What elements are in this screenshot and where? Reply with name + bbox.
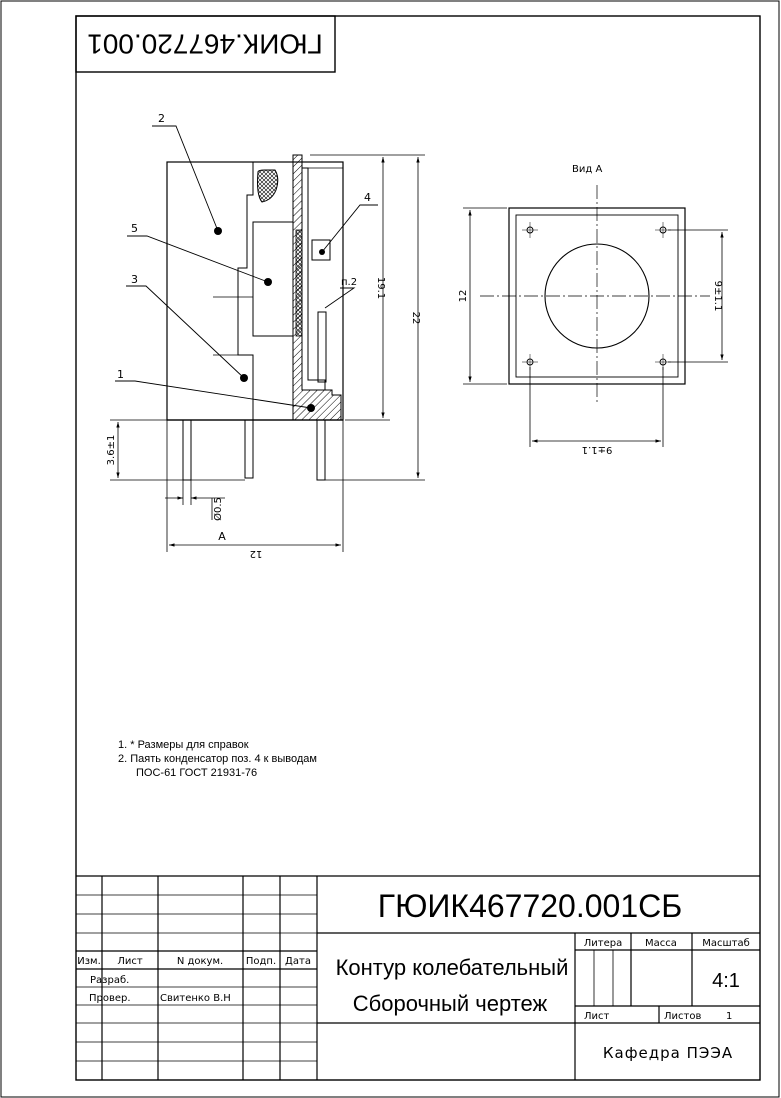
callout-1: 1 <box>117 368 124 381</box>
callouts <box>115 125 378 409</box>
note-2-continued: ПОС-61 ГОСТ 21931-76 <box>136 767 258 779</box>
inner-frame <box>75 15 761 1081</box>
sheet-label: Лист <box>584 1011 610 1022</box>
row-prover: Провер. <box>89 993 131 1004</box>
litera-label: Литера <box>584 938 622 949</box>
callout-5: 5 <box>131 222 138 235</box>
col-izm: Изм. <box>77 956 101 967</box>
callout-3: 3 <box>131 273 138 286</box>
callout-4: 4 <box>364 191 371 204</box>
top-stamp-text: ГЮИК.467720.001 <box>87 29 323 60</box>
view-a-label: Вид А <box>572 164 602 175</box>
callout-dot-4 <box>319 249 325 255</box>
dim-22: 22 <box>410 312 421 325</box>
col-ndoc: N докум. <box>177 956 223 967</box>
callout-dot-2 <box>214 227 222 235</box>
col-data: Дата <box>285 956 311 967</box>
masshtab-label: Масштаб <box>702 938 750 949</box>
massa-label: Масса <box>645 938 677 949</box>
title-block <box>76 875 760 1080</box>
col-podp: Подп. <box>246 956 276 967</box>
col-list: Лист <box>117 956 143 967</box>
dim-0-5: Ø0.5 <box>212 497 224 521</box>
dim-9-1-side: 9±1.1 <box>712 281 723 312</box>
product-name: Контур колебательный <box>336 955 569 980</box>
dimensions <box>110 154 425 552</box>
scale-value: 4:1 <box>712 970 740 992</box>
dim-19-1: 19.1 <box>375 277 386 299</box>
sheets-value: 1 <box>726 1011 732 1022</box>
callout-dot-3 <box>240 374 248 382</box>
organization: Кафедра ПЭЭА <box>603 1044 733 1062</box>
dim-12-side: 12 <box>458 290 469 303</box>
section-view <box>166 154 344 481</box>
label-a: A <box>218 530 226 543</box>
dim-9-1-bottom: 9±1.1 <box>582 444 613 455</box>
technical-notes: 1. * Размеры для справок 2. Паять конден… <box>118 738 317 780</box>
dim-12-bottom: 12 <box>250 548 263 559</box>
label-p2: п.2 <box>341 277 357 288</box>
note-1: 1. * Размеры для справок <box>118 739 249 751</box>
view-a <box>463 185 728 447</box>
note-2: 2. Паять конденсатор поз. 4 к выводам <box>118 753 317 765</box>
dim-3-6: 3.6±1 <box>106 435 117 466</box>
row-razrab: Разраб. <box>90 975 129 986</box>
callout-2: 2 <box>158 112 165 125</box>
top-stamp: ГЮИК.467720.001 <box>75 15 336 73</box>
callout-dot-5 <box>264 278 272 286</box>
prover-name: Свитенко В.Н <box>160 993 231 1004</box>
sheets-label: Листов <box>664 1011 701 1022</box>
callout-dot-1 <box>307 404 315 412</box>
designation: ГЮИК467720.001СБ <box>378 888 682 924</box>
document-type: Сборочный чертеж <box>353 991 548 1016</box>
